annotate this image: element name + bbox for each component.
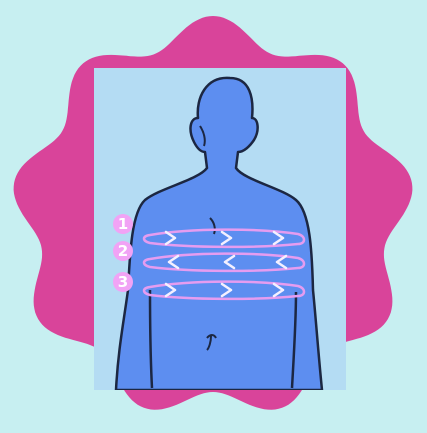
step-number-3: 3	[118, 273, 128, 291]
step-markers: 1 2 3	[113, 214, 133, 292]
step-number-1: 1	[118, 215, 128, 233]
step-number-2: 2	[118, 242, 128, 260]
